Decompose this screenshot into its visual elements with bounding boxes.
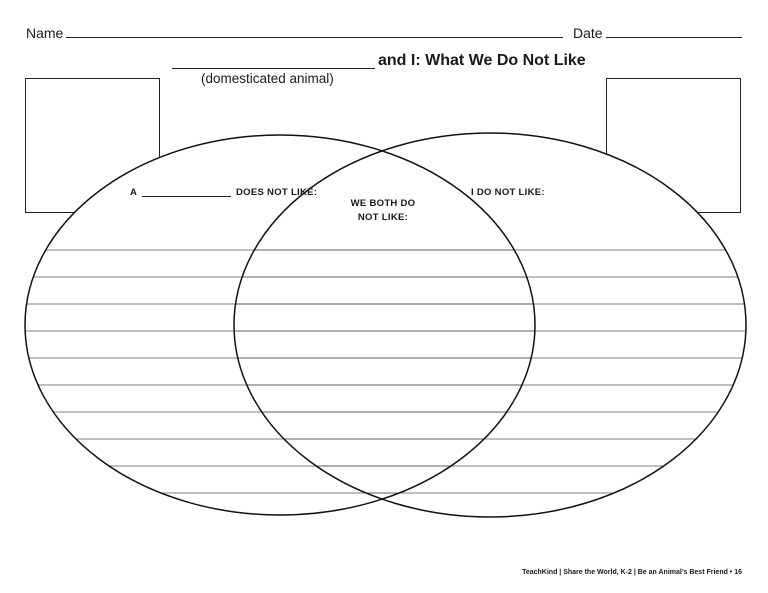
center-heading-line2: NOT LIKE:: [357, 212, 409, 223]
right-heading: I DO NOT LIKE:: [471, 187, 545, 198]
right-circle-fill: [234, 133, 746, 517]
left-circle: [24, 134, 536, 516]
name-field[interactable]: [66, 37, 563, 38]
animal-blank-caption: (domesticated animal): [201, 71, 334, 86]
page-title: and I: What We Do Not Like: [378, 52, 586, 69]
animal-blank[interactable]: [172, 68, 375, 69]
date-label: Date: [573, 25, 603, 41]
right-writing-lines[interactable]: [0, 249, 768, 520]
center-heading: WE BOTH DO NOT LIKE:: [333, 197, 433, 225]
left-heading: DOES NOT LIKE:: [236, 187, 318, 198]
left-animal-blank[interactable]: [142, 196, 231, 197]
center-heading-line1: WE BOTH DO: [350, 198, 416, 209]
left-heading-prefix: A: [130, 187, 138, 198]
page-footer: TeachKind | Share the World, K-2 | Be an…: [522, 569, 742, 576]
date-field[interactable]: [606, 37, 742, 38]
name-label: Name: [26, 25, 64, 41]
right-circle: [233, 132, 747, 518]
